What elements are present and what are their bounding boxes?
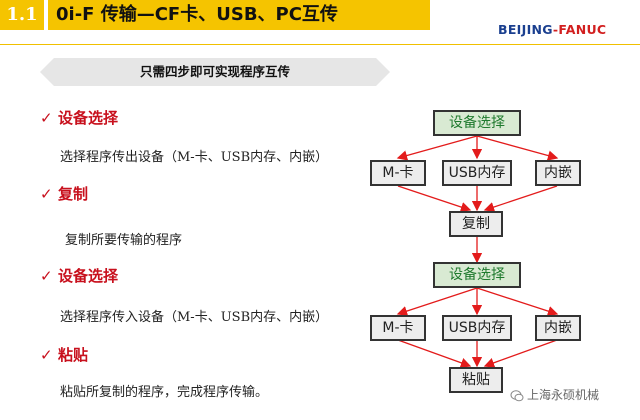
section-number: 1.1 (6, 4, 38, 25)
logo-dash: - (552, 22, 559, 37)
usb-memory-box-1: USB内存 (442, 160, 512, 186)
arrow-select1-embedded (476, 135, 559, 161)
step-3-heading: ✓ 设备选择 (40, 265, 118, 286)
slide-title: 0i-F 传输—CF卡、USB、PC互传 (56, 4, 338, 25)
header-divider (44, 0, 48, 30)
paste-box: 粘贴 (449, 367, 503, 393)
chat-bubble-icon (510, 389, 524, 401)
step-1-description: 选择程序传出设备（M-卡、USB内存、内嵌） (60, 150, 329, 165)
mcard-box-2: M-卡 (370, 315, 426, 341)
logo-part-fanuc: FANUC (558, 22, 607, 37)
step-3-title: 设备选择 (58, 267, 119, 285)
select-device-box-1: 设备选择 (433, 110, 521, 136)
step-4-title: 粘贴 (58, 346, 89, 364)
header-underline (0, 44, 640, 45)
beijing-fanuc-logo: BEIJING-FANUC (498, 22, 607, 37)
step-4-heading: ✓ 粘贴 (40, 344, 88, 365)
usb-memory-box-2: USB内存 (442, 315, 512, 341)
arrow-embedded-paste (483, 339, 558, 368)
step-2-title: 复制 (58, 185, 89, 203)
embedded-box-1: 内嵌 (535, 160, 581, 186)
arrow-mcard-paste (397, 339, 472, 368)
arrow-mcard-copy (397, 185, 472, 213)
embedded-box-2: 内嵌 (535, 315, 581, 341)
arrow-group-top (396, 135, 559, 264)
logo-part-beijing: BEIJING (498, 22, 553, 37)
subtitle-banner: 只需四步即可实现程序互传 (40, 58, 390, 86)
mcard-box-1: M-卡 (370, 160, 426, 186)
check-icon: ✓ (40, 267, 53, 285)
slide-header: 1.1 0i-F 传输—CF卡、USB、PC互传 BEIJING-FANUC (0, 0, 640, 45)
step-4-description: 粘贴所复制的程序，完成程序传输。 (60, 385, 269, 400)
watermark-text: 上海永硕机械 (527, 388, 600, 402)
arrow-select2-embedded (476, 287, 559, 317)
step-3-description: 选择程序传入设备（M-卡、USB内存、内嵌） (60, 310, 329, 325)
watermark: 上海永硕机械 (510, 386, 599, 403)
step-2-description: 复制所要传输的程序 (65, 233, 183, 248)
arrow-select2-mcard (396, 287, 478, 317)
arrow-embedded-copy (483, 185, 558, 213)
select-device-box-2: 设备选择 (433, 262, 521, 288)
check-icon: ✓ (40, 346, 53, 364)
step-1-title: 设备选择 (58, 109, 119, 127)
arrow-group-bottom (396, 287, 559, 368)
step-1-heading: ✓ 设备选择 (40, 107, 118, 128)
copy-box: 复制 (449, 211, 503, 237)
step-2-heading: ✓ 复制 (40, 183, 88, 204)
check-icon: ✓ (40, 185, 53, 203)
check-icon: ✓ (40, 109, 53, 127)
arrow-select1-mcard (396, 135, 478, 161)
header-bar (0, 0, 430, 30)
